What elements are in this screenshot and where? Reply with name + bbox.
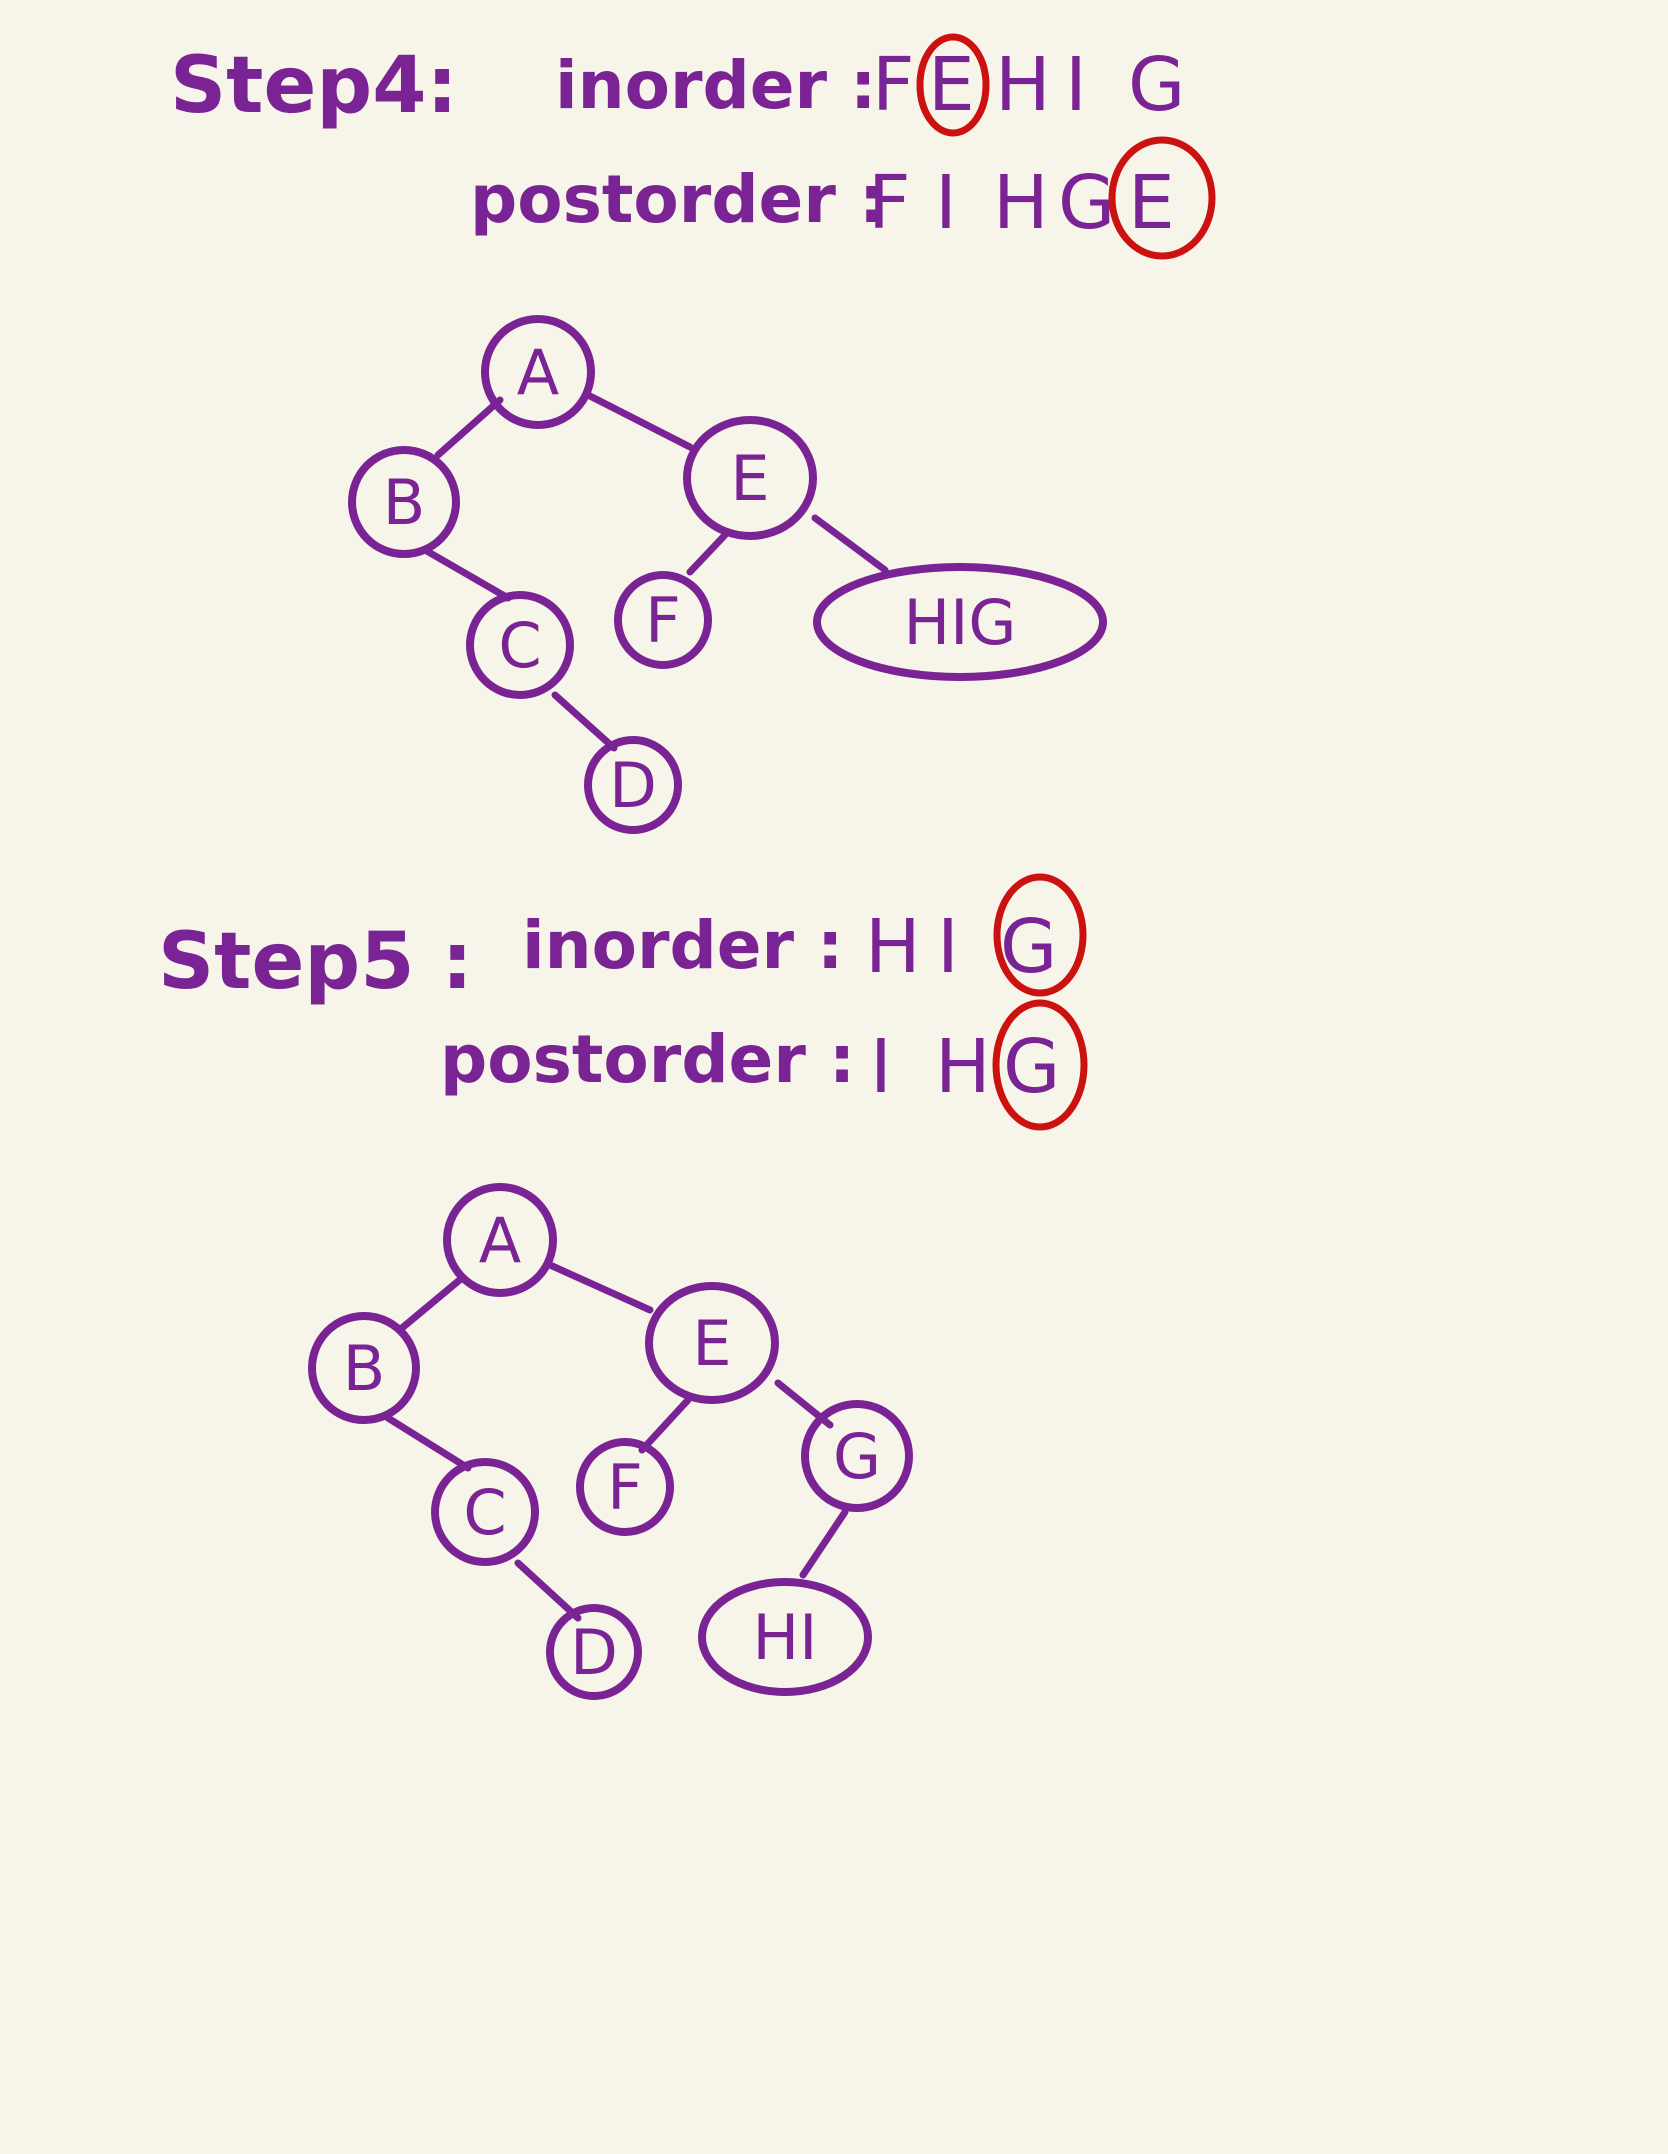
step4-inorder-letter: H [995,42,1051,128]
tree-node-label: HI [753,1601,818,1674]
tree-node-label: HIG [904,586,1017,659]
step4-postorder-letter: H [993,160,1049,246]
step5-inorder-sequence: H I G [865,904,1057,990]
step4-tree: A B E C F HIG D [348,315,1107,834]
tree-node-ring [443,1183,557,1297]
step4-postorder-sequence: F I H G E [868,160,1175,246]
step5-postorder-root-circle [992,999,1088,1131]
step5-postorder-letter: G [1003,1024,1060,1110]
step5-postorder-letter: I [870,1024,892,1110]
tree-edge [638,1396,692,1454]
tree-node-ring [813,563,1107,681]
tree-node-ring [645,1282,779,1404]
tree-node-label: B [383,466,426,539]
tree-node-label: A [479,1204,521,1277]
step4-postorder-label: postorder : [470,161,885,238]
step5-postorder-sequence: I H G [870,1024,1060,1110]
tree-edge [686,531,729,576]
step5-label: Step5 : [158,917,473,1007]
step4-inorder-letter: E [928,42,975,128]
tree-node-ring [431,1458,539,1566]
tree-node-ring [584,736,682,834]
tree-edge [514,1559,582,1622]
step5-inorder-letter: H [865,904,921,990]
tree-node-label: D [609,749,657,822]
tree-edge [434,396,504,459]
tree-node-ring [683,416,817,540]
tree-edge [551,691,618,752]
step4-inorder-letter: G [1128,42,1185,128]
step4-postorder-letter: E [1128,160,1175,246]
step5-inorder-label: inorder : [522,907,843,984]
tree-node-ring [576,1438,674,1536]
step5-tree: A B E C F G D HI [308,1183,913,1700]
tree-node-label: F [607,1451,643,1524]
tree-node-label: E [692,1307,731,1380]
step5-inorder-letter: I [937,904,959,990]
tree-node-ring [466,591,574,699]
step4-postorder-letter: F [868,160,911,246]
step4-inorder-letter: I [1065,42,1087,128]
tree-edge [799,1508,849,1579]
step5-postorder-letter: H [935,1024,991,1110]
tree-node-ring [801,1400,913,1512]
tree-node-label: B [343,1332,386,1405]
tree-edge [811,514,889,574]
tree-node-ring [614,571,712,669]
tree-node-label: F [645,584,681,657]
step4-postorder-letter: G [1058,160,1115,246]
tree-node-ring [308,1312,420,1424]
tree-node-ring [698,1578,872,1696]
step4-inorder-label: inorder : [555,47,876,124]
step4-inorder-letter: F [872,42,915,128]
tree-node-label: D [570,1616,618,1689]
step4-label: Step4: [170,41,458,131]
tree-edge [384,1414,472,1472]
tree-node-label: E [730,442,769,515]
step5-section: Step5 : inorder : H I G postorder : I H … [158,873,1088,1700]
step5-inorder-root-circle [993,873,1087,997]
tree-node-ring [348,446,460,558]
step4-section: Step4: inorder : F E H I G postorder : F… [170,33,1216,834]
tree-node-ring [546,1604,642,1700]
tree-node-label: A [517,336,559,409]
step4-postorder-letter: I [935,160,957,246]
tree-edge [398,1274,466,1332]
tree-edge [546,1261,654,1314]
step4-inorder-sequence: F E H I G [872,42,1185,128]
step5-postorder-label: postorder : [440,1021,855,1098]
tree-edge [584,391,694,451]
tree-edge [421,546,512,602]
step4-inorder-root-circle [916,33,990,137]
tree-node-label: C [498,609,541,682]
tree-node-label: G [833,1420,881,1493]
tree-node-ring [481,315,595,429]
step4-postorder-root-circle [1108,136,1216,260]
tree-node-label: C [463,1476,506,1549]
